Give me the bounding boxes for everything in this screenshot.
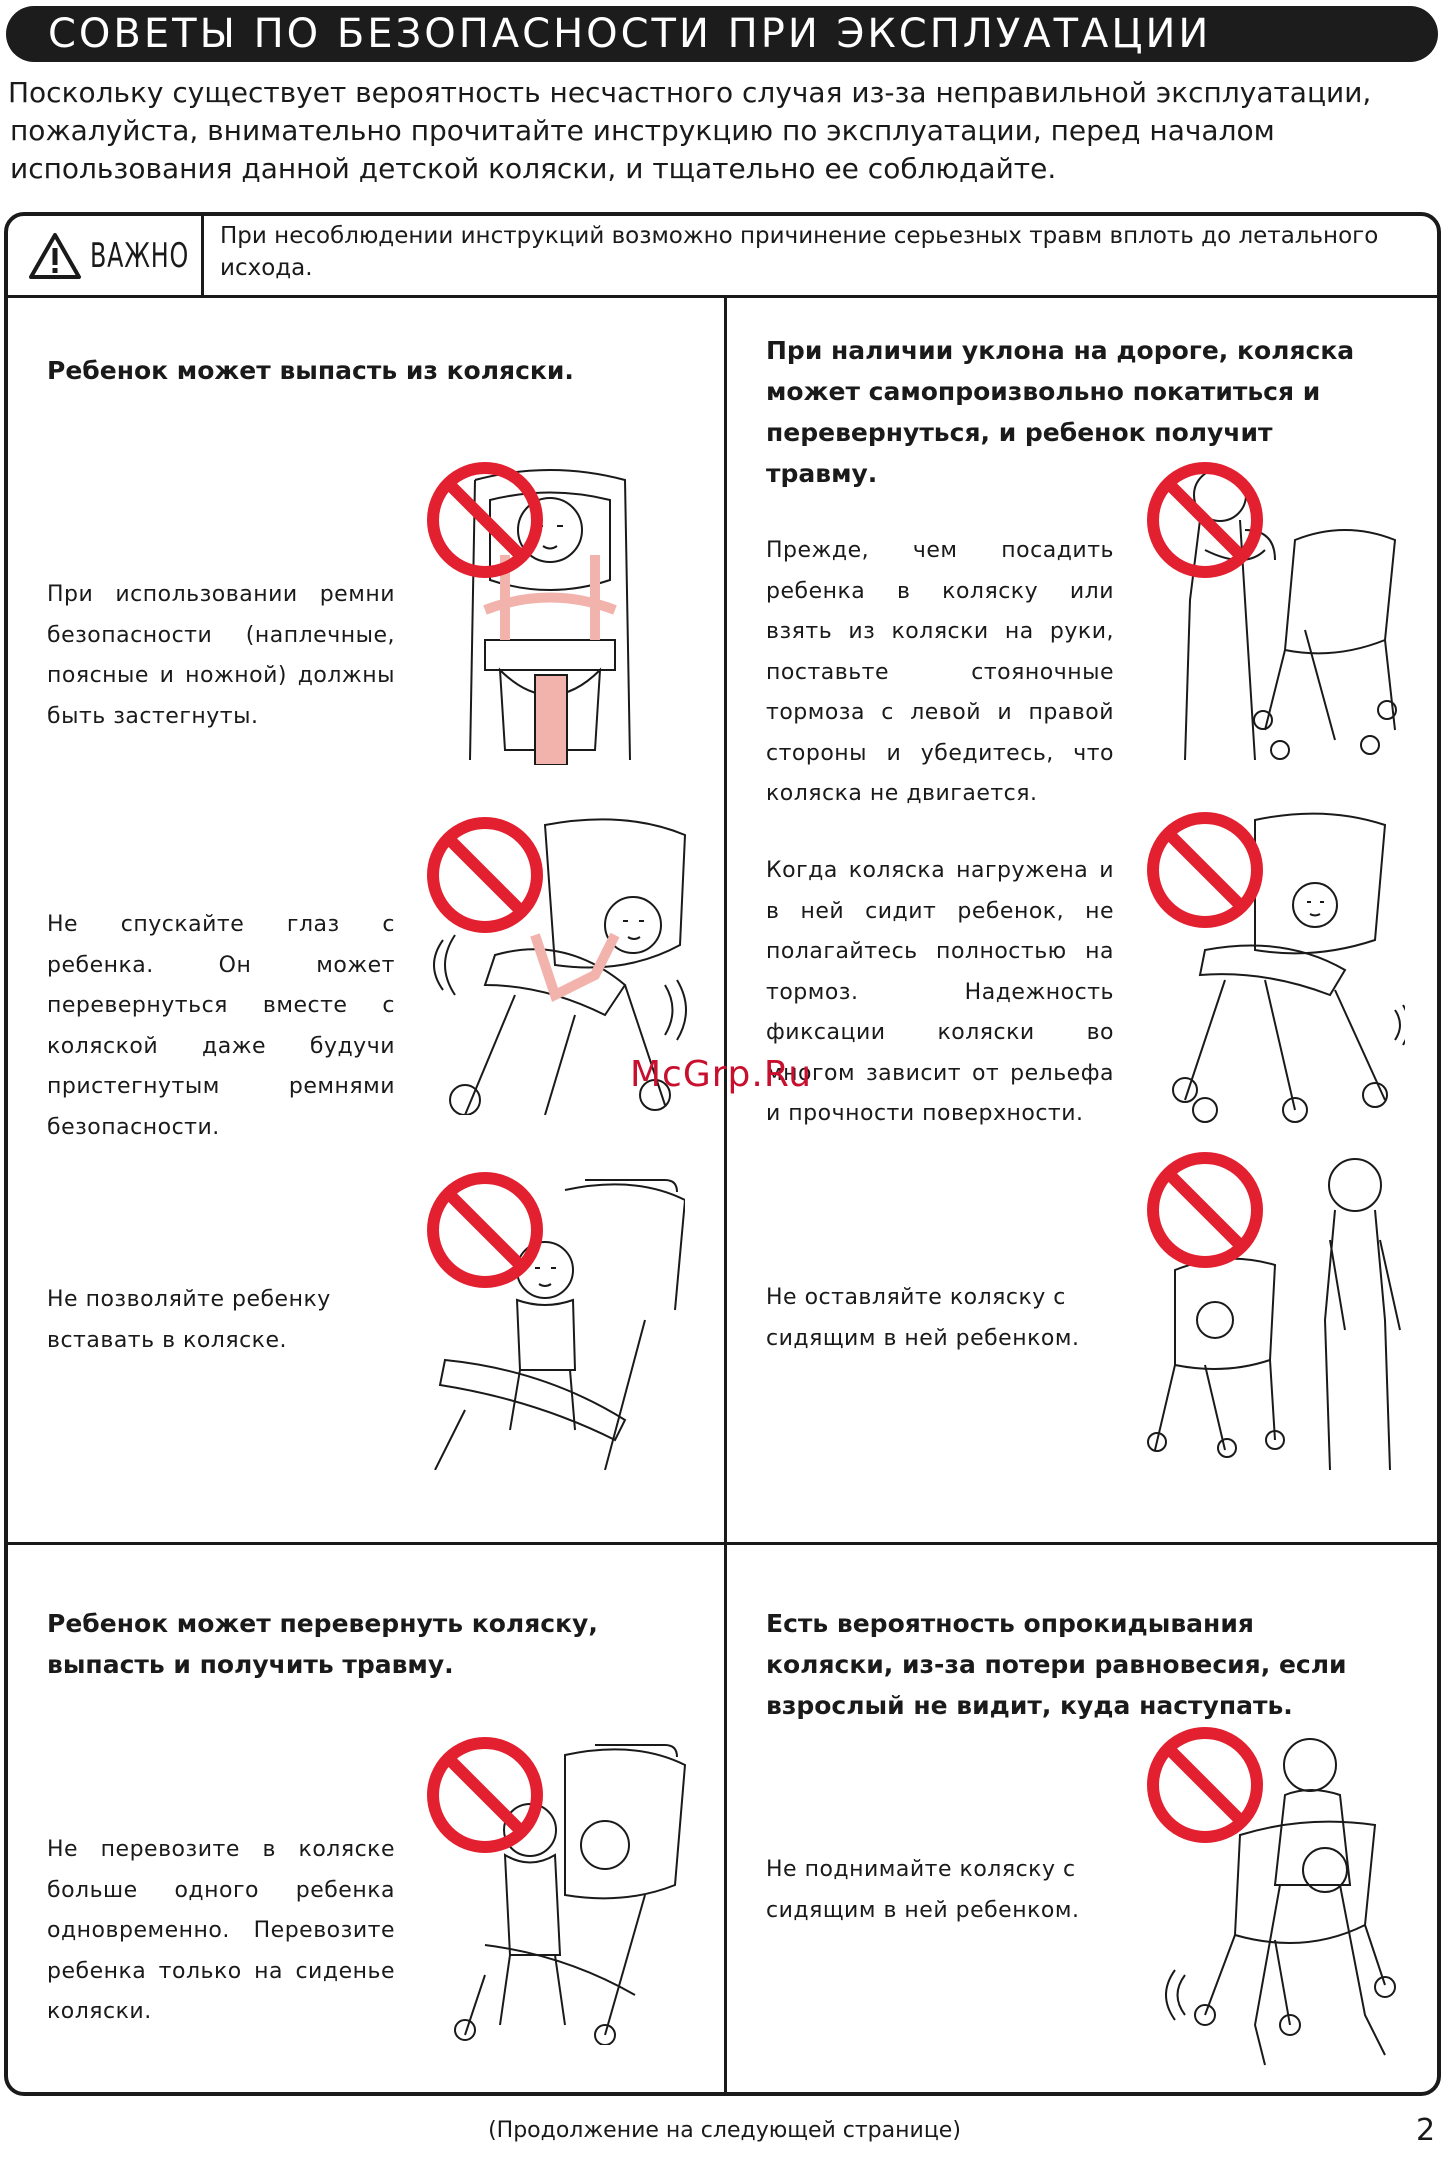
watermark: McGrp.Ru xyxy=(630,1054,813,1095)
intro-line: пожалуйста, внимательно прочитайте инстр… xyxy=(10,114,1275,147)
tip-dont-lift: Не поднимайте коляску с сидящим в ней ре… xyxy=(766,1857,1080,1923)
intro-line: использования данной детской коляски, и … xyxy=(10,152,1057,185)
prohibited-icon xyxy=(427,462,543,578)
section-heading-overturn: Ребенок может перевернуть коляску, выпас… xyxy=(47,1609,598,1679)
section-heading-slope: При наличии уклона на дороге, коляска мо… xyxy=(766,336,1355,488)
illustration-parent-lifting-child xyxy=(1145,460,1405,770)
prohibited-icon xyxy=(427,1737,543,1853)
section-heading-fall-out: Ребенок может выпасть из коляски. xyxy=(47,356,574,385)
illustration-tipping-stroller xyxy=(425,815,690,1115)
tip-harness: При использовании ремни безопасности (на… xyxy=(47,582,395,729)
prohibited-icon xyxy=(1147,1727,1263,1843)
intro-line: Поскольку существует вероятность несчаст… xyxy=(8,76,1372,109)
prohibited-icon xyxy=(427,1172,543,1288)
prohibited-icon xyxy=(1147,812,1263,928)
column-divider xyxy=(724,298,727,2096)
intro-paragraph: Поскольку существует вероятность несчаст… xyxy=(8,74,1408,188)
continued-note: (Продолжение на следующей странице) xyxy=(488,2118,961,2143)
section-heading-balance: Есть вероятность опрокидывания коляски, … xyxy=(766,1609,1347,1720)
tip-brake-reliance: Когда коляска нагружена и в ней сидит ре… xyxy=(766,858,1114,1126)
prohibited-icon xyxy=(1147,1152,1263,1268)
title-bar: СОВЕТЫ ПО БЕЗОПАСНОСТИ ПРИ ЭКСПЛУАТАЦИИ xyxy=(6,6,1438,62)
illustration-child-in-stroller-brake xyxy=(1145,810,1405,1130)
prohibited-icon xyxy=(427,817,543,933)
tip-watch-child: Не спускайте глаз с ребенка. Он может пе… xyxy=(47,912,395,1140)
tip-dont-leave: Не оставляйте коляску с сидящим в ней ре… xyxy=(766,1285,1080,1351)
tip-no-standing: Не позволяйте ребенку вставать в коляске… xyxy=(47,1287,331,1353)
page-number: 2 xyxy=(1416,2113,1436,2148)
illustration-unattended-stroller xyxy=(1145,1150,1415,1480)
page-title: СОВЕТЫ ПО БЕЗОПАСНОСТИ ПРИ ЭКСПЛУАТАЦИИ xyxy=(48,11,1212,57)
tip-set-brakes: Прежде, чем посадить ребенка в коляску и… xyxy=(766,538,1114,806)
illustration-harnessed-baby xyxy=(425,460,675,765)
tip-one-child: Не перевозите в коляске больше одного ре… xyxy=(47,1837,395,2024)
warning-label: ВАЖНО xyxy=(8,216,204,295)
safety-frame: ВАЖНО При несоблюдении инструкций возмож… xyxy=(4,212,1441,2096)
prohibited-icon xyxy=(1147,462,1263,578)
illustration-standing-child xyxy=(425,1170,685,1470)
warning-triangle-icon xyxy=(29,232,81,279)
warning-row: ВАЖНО При несоблюдении инструкций возмож… xyxy=(8,216,1437,298)
illustration-adult-lifting-stroller xyxy=(1145,1725,1410,2070)
row-divider xyxy=(8,1542,1437,1545)
warning-word: ВАЖНО xyxy=(90,235,190,276)
illustration-two-children xyxy=(425,1735,690,2045)
warning-text: При несоблюдении инструкций возможно при… xyxy=(220,223,1379,281)
